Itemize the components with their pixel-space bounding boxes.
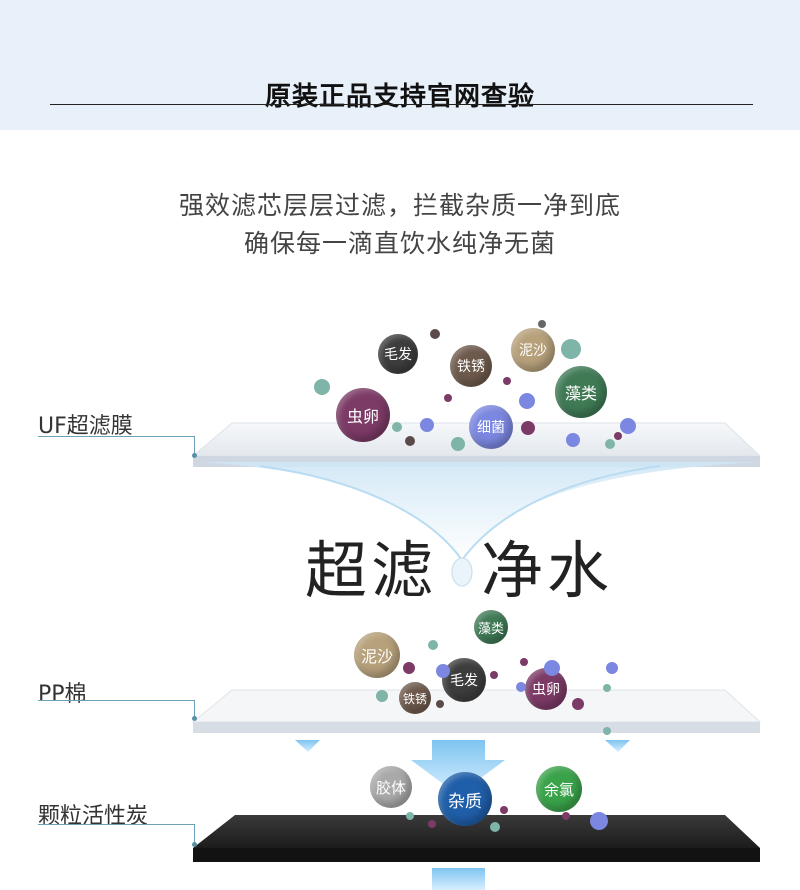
- header-banner: 原装正品支持官网查验: [0, 0, 800, 130]
- impurity-algae-uf: 藻类: [555, 366, 607, 418]
- slogan: 超滤净水: [305, 520, 613, 610]
- particle-dot: [603, 684, 611, 692]
- impurity-egg-uf: 虫卵: [336, 388, 390, 442]
- particle-dot: [430, 329, 440, 339]
- pp-layer-label: PP棉: [38, 682, 87, 707]
- pp-label-indicator: [38, 700, 195, 719]
- slogan-left: 超滤: [305, 534, 438, 607]
- impurity-sand-uf: 泥沙: [511, 328, 555, 372]
- particle-dot: [490, 822, 500, 832]
- impurity-colloid-carbon: 胶体: [370, 766, 412, 808]
- carbon-layer: [193, 815, 760, 848]
- particle-dot: [590, 812, 608, 830]
- particle-dot: [503, 377, 511, 385]
- impurity-bacteria-uf: 细菌: [469, 405, 513, 449]
- particle-dot: [376, 690, 388, 702]
- particle-dot: [561, 339, 581, 359]
- particle-dot: [566, 433, 580, 447]
- carbon-indicator-dot: [192, 842, 197, 847]
- particle-dot: [490, 671, 498, 679]
- water-drop: [451, 557, 473, 587]
- particle-dot: [420, 418, 434, 432]
- impurity-rust-uf: 铁锈: [450, 345, 492, 387]
- pp-membrane-edge: [193, 722, 760, 733]
- particle-dot: [428, 820, 436, 828]
- header-underline: [50, 104, 753, 105]
- particle-dot: [606, 662, 618, 674]
- particle-dot: [428, 640, 438, 650]
- particle-dot: [519, 393, 535, 409]
- particle-dot: [572, 698, 584, 710]
- particle-dot: [392, 422, 402, 432]
- particle-dot: [405, 436, 415, 446]
- particle-dot: [436, 700, 444, 708]
- impurity-algae-pp: 藻类: [474, 610, 508, 644]
- uf-indicator-dot: [192, 453, 197, 458]
- impurity-sand-pp: 泥沙: [354, 632, 400, 678]
- particle-dot: [538, 320, 546, 328]
- subtitle-line-2: 确保每一滴直饮水纯净无菌: [243, 229, 556, 258]
- pp-indicator-dot: [192, 716, 197, 721]
- down-arrow-left: [295, 740, 320, 752]
- down-arrow-main: [411, 740, 505, 795]
- particle-dot: [521, 421, 535, 435]
- particle-dot: [614, 432, 622, 440]
- carbon-label-indicator: [38, 824, 195, 845]
- particle-dot: [544, 660, 560, 676]
- impurity-hair-pp: 毛发: [442, 658, 486, 702]
- impurity-egg-pp: 虫卵: [525, 668, 567, 710]
- particle-dot: [562, 812, 570, 820]
- impurity-hair-uf: 毛发: [378, 334, 418, 374]
- particle-dot: [516, 682, 526, 692]
- particle-dot: [444, 394, 452, 402]
- particle-dot: [620, 418, 636, 434]
- impurity-particles-carbon: 杂质: [438, 772, 492, 826]
- particle-dot: [403, 662, 415, 674]
- particle-dot: [603, 727, 611, 735]
- uf-layer-label: UF超滤膜: [38, 414, 133, 439]
- particle-dot: [314, 379, 330, 395]
- uf-label-indicator: [38, 436, 195, 457]
- particle-dot: [500, 806, 508, 814]
- header-title: 原装正品支持官网查验: [264, 82, 535, 112]
- particle-dot: [451, 437, 465, 451]
- subtitle-line-1: 强效滤芯层层过滤，拦截杂质一净到底: [178, 191, 621, 220]
- carbon-layer-edge: [193, 848, 760, 862]
- down-arrow-bottom: [432, 868, 485, 890]
- water-funnel-streaks: [259, 465, 661, 561]
- particle-dot: [406, 812, 414, 820]
- impurity-chlorine-carbon: 余氯: [536, 766, 582, 812]
- particle-dot: [520, 658, 528, 666]
- impurity-rust-pp: 铁锈: [399, 682, 431, 714]
- particle-dot: [605, 439, 615, 449]
- water-funnel: [200, 462, 760, 560]
- down-arrow-right: [605, 740, 630, 752]
- particle-dot: [436, 664, 450, 678]
- slogan-right: 净水: [481, 534, 614, 607]
